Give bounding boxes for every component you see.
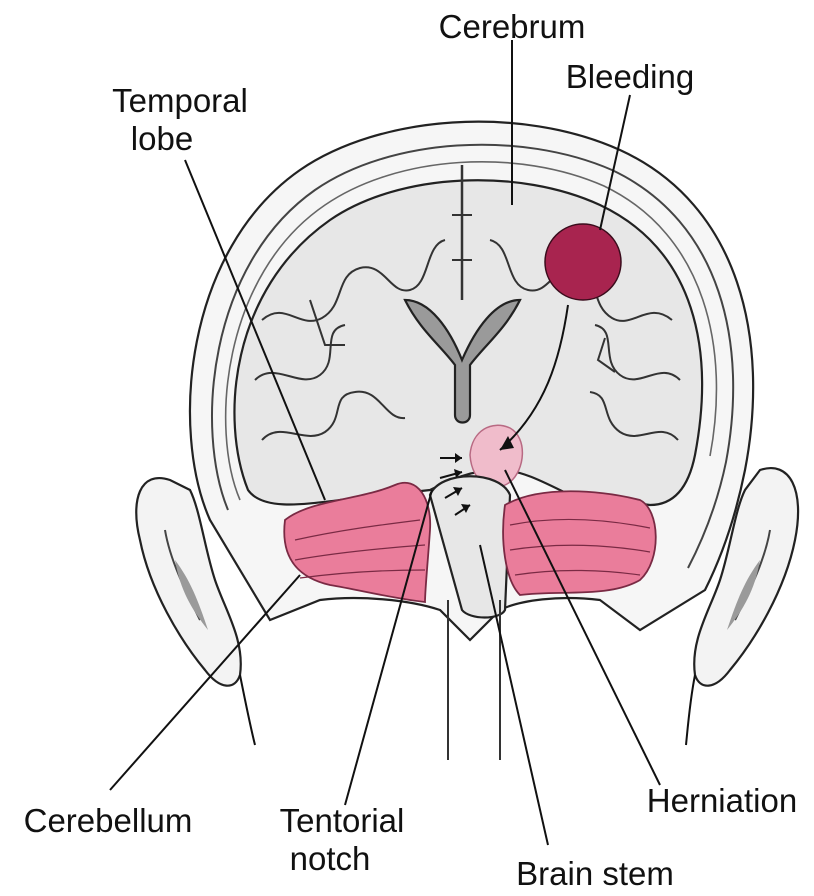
- label-brain-stem: Brain stem: [516, 855, 674, 892]
- label-tentorial-notch-line1: Tentorial: [280, 802, 405, 839]
- label-bleeding: Bleeding: [566, 58, 694, 95]
- label-temporal-lobe-line1: Temporal: [112, 82, 248, 119]
- label-tentorial-notch-line2: notch: [290, 840, 371, 877]
- bleeding-hemorrhage: [545, 224, 621, 300]
- label-cerebrum: Cerebrum: [439, 8, 586, 45]
- label-herniation: Herniation: [647, 782, 797, 819]
- label-cerebellum: Cerebellum: [24, 802, 193, 839]
- label-temporal-lobe-line2: lobe: [131, 120, 193, 157]
